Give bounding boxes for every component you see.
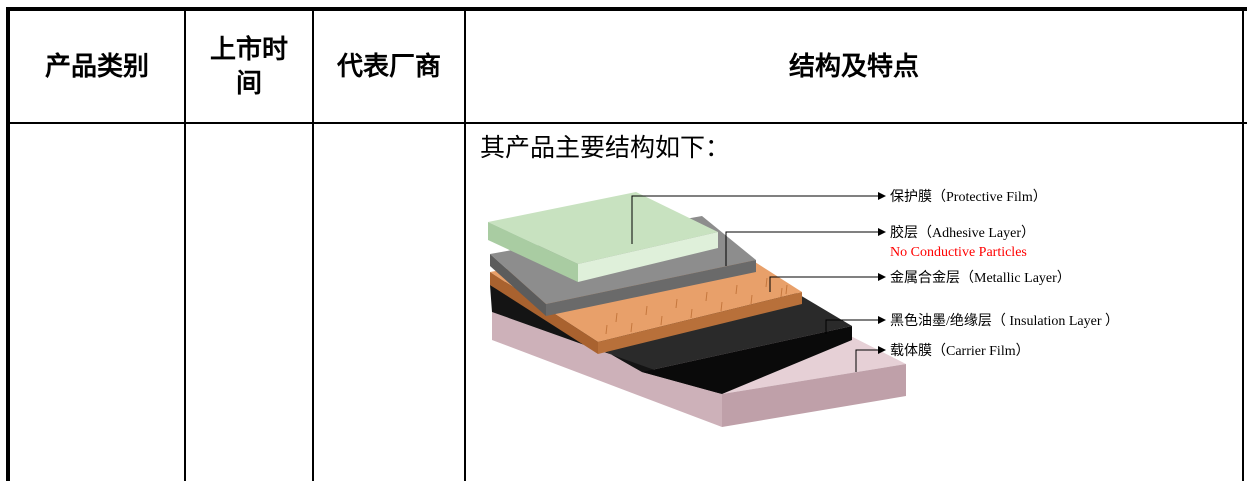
leader-protective-film (631, 195, 878, 244)
arrow-metallic (878, 273, 886, 281)
label-adhesive-layer: 胶层（Adhesive Layer） (890, 224, 1035, 241)
header-structure: 结构及特点 (466, 11, 1242, 122)
header-vendor-text: 代表厂商 (336, 51, 441, 82)
label-adhesive-note: No Conductive Particles (890, 245, 1027, 260)
header-category-text: 产品类别 (44, 51, 149, 82)
header-category: 产品类别 (10, 11, 184, 122)
header-launch-time-line2: 间 (235, 68, 262, 99)
leader-insulation (825, 319, 878, 334)
col-divider-2 (312, 7, 314, 481)
protective-film-layer (488, 192, 718, 282)
leader-metallic (769, 276, 878, 292)
label-carrier-film: 载体膜（Carrier Film） (890, 343, 1030, 359)
header-bottom-border (6, 122, 1247, 124)
layer-structure-diagram: 保护膜（Protective Film） 胶层（Adhesive Layer） … (488, 189, 1119, 427)
header-vendor: 代表厂商 (314, 11, 464, 122)
header-launch-time-line1: 上市时 (209, 34, 288, 65)
header-structure-text: 结构及特点 (788, 51, 919, 82)
col-divider-3 (464, 7, 466, 481)
leader-adhesive (725, 231, 878, 266)
table-left-border (6, 7, 10, 481)
structure-intro-text: 其产品主要结构如下： (480, 133, 731, 162)
table-top-border (6, 7, 1247, 11)
arrow-carrier (878, 346, 886, 354)
table-right-border (1242, 7, 1244, 481)
arrow-protective (878, 192, 886, 200)
label-protective-film: 保护膜（Protective Film） (890, 189, 1047, 205)
label-insulation-layer: 黑色油墨/绝缘层（ Insulation Layer ） (890, 312, 1119, 329)
arrow-adhesive (878, 228, 886, 236)
leader-carrier (855, 349, 878, 372)
arrow-insulation (878, 316, 886, 324)
header-launch-time: 上市时 间 (186, 11, 312, 122)
col-divider-1 (184, 7, 186, 481)
label-metallic-layer: 金属合金层（Metallic Layer） (890, 270, 1071, 286)
